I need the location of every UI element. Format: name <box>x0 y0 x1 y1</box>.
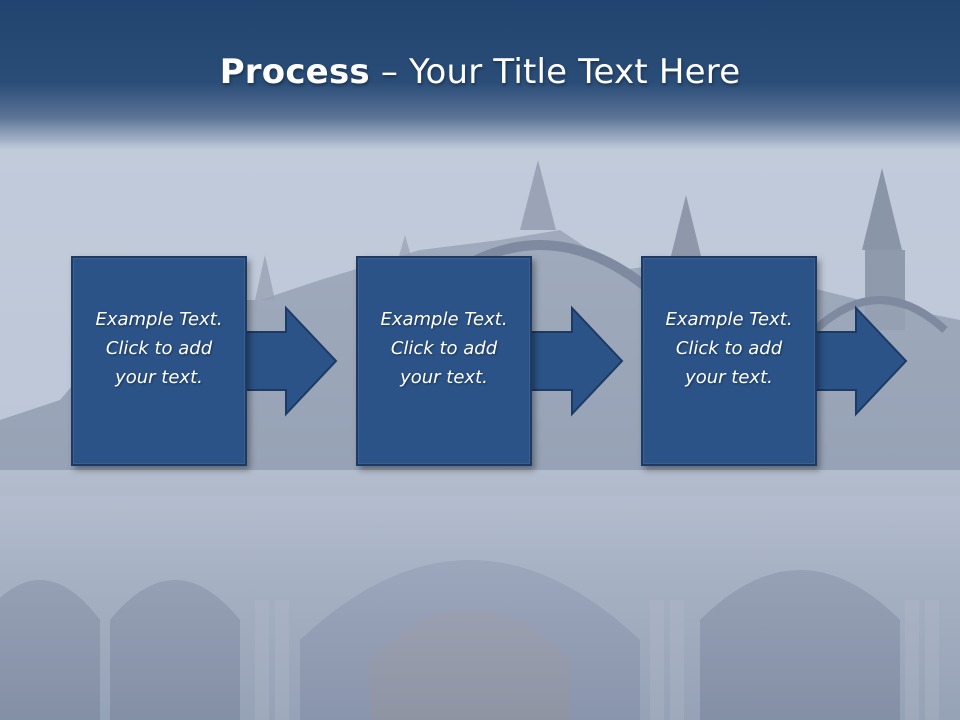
step-line: Example Text. <box>665 308 793 330</box>
step-line: Click to add <box>390 337 498 359</box>
process-step-box-3[interactable]: Example Text. Click to add your text. <box>641 256 817 466</box>
arrow-right-icon <box>807 305 908 417</box>
step-line: Example Text. <box>380 308 508 330</box>
step-line: your text. <box>115 366 203 388</box>
step-line: Example Text. <box>95 308 223 330</box>
title-bar <box>0 0 960 150</box>
process-step-box-2[interactable]: Example Text. Click to add your text. <box>356 256 532 466</box>
process-step-text: Example Text. Click to add your text. <box>74 305 244 392</box>
process-step-box-1[interactable]: Example Text. Click to add your text. <box>71 256 247 466</box>
step-line: your text. <box>400 366 488 388</box>
reflection-overlay <box>0 470 960 720</box>
title-bold: Process <box>219 52 370 92</box>
step-line: your text. <box>685 366 773 388</box>
arrow-right-icon <box>237 305 338 417</box>
step-line: Click to add <box>105 337 213 359</box>
arrow-right-icon <box>523 305 624 417</box>
process-step-text: Example Text. Click to add your text. <box>359 305 529 392</box>
slide-title[interactable]: Process – Your Title Text Here <box>0 52 960 92</box>
process-step-text: Example Text. Click to add your text. <box>644 305 814 392</box>
title-rest: – Your Title Text Here <box>369 52 741 92</box>
step-line: Click to add <box>675 337 783 359</box>
